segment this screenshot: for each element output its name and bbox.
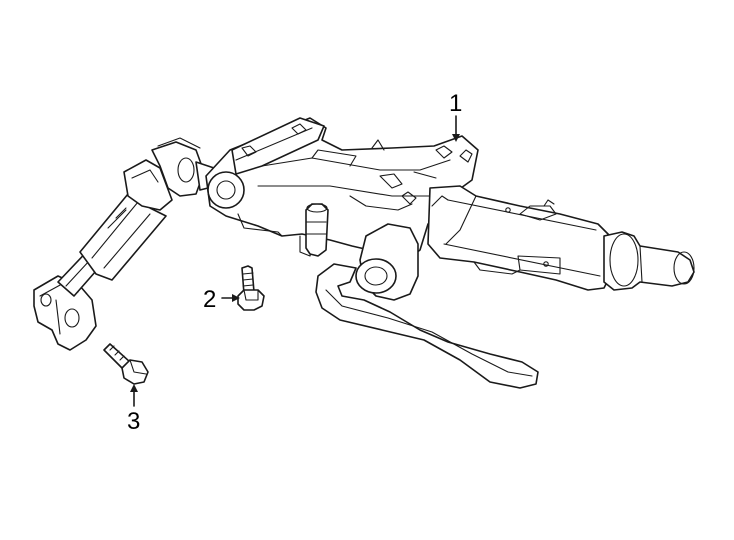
intermediate-shaft: [33, 137, 217, 351]
pivot-boss: [207, 171, 245, 209]
steering-shaft-end: [603, 231, 695, 291]
leader-1: [452, 115, 460, 142]
callout-3-label: 3: [127, 408, 140, 435]
lever-arm: [315, 263, 539, 389]
upper-u-joint: [123, 159, 173, 211]
leader-3: [130, 384, 138, 407]
upper-column-tube: [427, 185, 695, 291]
tilt-lever: [315, 223, 539, 389]
callout-1-label: 1: [449, 90, 462, 117]
bolt-2: [237, 265, 265, 311]
leader-2: [221, 294, 240, 302]
callout-2-label: 2: [203, 286, 216, 313]
bolt-3: [103, 343, 149, 385]
